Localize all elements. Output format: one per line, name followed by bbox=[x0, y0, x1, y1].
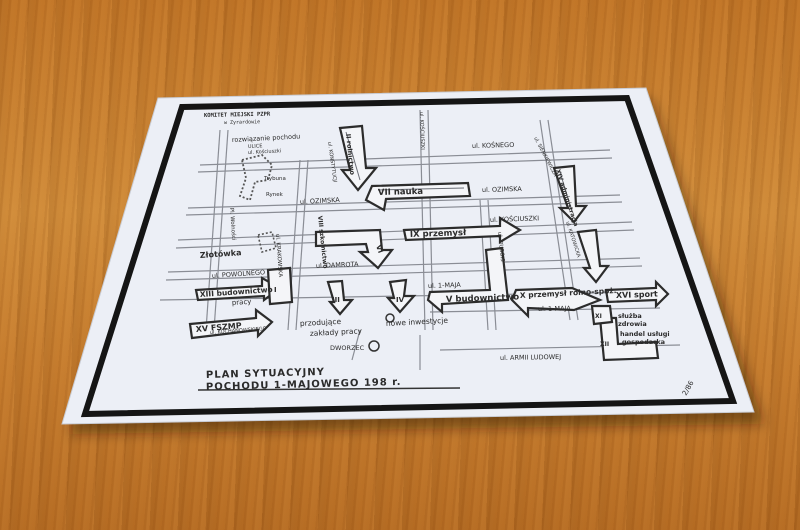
arrow-xvi bbox=[604, 279, 670, 309]
map-title-line1: PLAN SYTUACYJNY bbox=[206, 367, 325, 381]
label-handel-1: handel usługi bbox=[620, 330, 670, 338]
column-v-label: V budownictwo bbox=[446, 292, 520, 305]
column-xvi-label: XVI sport bbox=[616, 290, 658, 300]
street-kosciuszki-center: ul. KOŚCIUSZKI bbox=[490, 213, 540, 224]
street-krakowska: ul. KRAKOWSKA bbox=[274, 234, 283, 278]
label-sluzba-2: zdrowia bbox=[618, 320, 647, 328]
column-ix-label: IX przemysł bbox=[410, 228, 467, 240]
street-ozimska-center: ul. OZIMSKA bbox=[482, 185, 523, 194]
column-i-label: I bbox=[274, 286, 277, 294]
map-border bbox=[80, 94, 738, 418]
column-iii-label: III bbox=[332, 296, 340, 304]
square-outline bbox=[257, 231, 277, 253]
arrow-viii bbox=[314, 228, 395, 270]
formation-note-2: ULICE bbox=[248, 143, 263, 150]
formation-note-1: rozwiązanie pochodu bbox=[232, 132, 301, 144]
map-sheet bbox=[62, 88, 754, 424]
street-konstytucji: ul. KONSTYTUCJI bbox=[326, 141, 338, 182]
column-xi-label: XI bbox=[595, 313, 602, 320]
arrow-ix bbox=[402, 216, 523, 244]
arrow-xi bbox=[590, 304, 614, 326]
column-vii-label: VII nauka bbox=[378, 187, 424, 198]
label-trybuna: Trybuna bbox=[263, 176, 286, 182]
label-inwestycje: nowe inwestycje bbox=[386, 316, 449, 328]
map-title-line2: POCHODU 1-MAJOWEGO 198 r. bbox=[206, 377, 402, 393]
arrow-x bbox=[510, 286, 603, 319]
formation-note-3: ul. Kościuszki bbox=[248, 147, 282, 156]
street-ozimska-left: ul. OZIMSKA bbox=[300, 196, 341, 206]
column-xiii-label-2: pracy bbox=[232, 298, 252, 307]
street-dubois: ul. DUBOIS bbox=[496, 232, 505, 263]
arrow-xii bbox=[598, 316, 660, 362]
tribune-outline bbox=[238, 154, 274, 202]
label-handel-2: gospodarka bbox=[622, 338, 665, 346]
arrow-xi-top bbox=[576, 228, 611, 284]
label-zaklady-2: zakłady pracy bbox=[310, 326, 363, 338]
arrow-iv bbox=[385, 278, 417, 314]
arrow-xv bbox=[188, 307, 274, 340]
street-1-maja-center: ul. 1-MAJA bbox=[428, 281, 462, 290]
street-kosciuszki-top: ul. KOŚCIUSZKI bbox=[418, 112, 426, 150]
arrow-iii bbox=[326, 279, 355, 316]
station-label: DWORZEC bbox=[330, 344, 365, 352]
committee-header: KOMITET MIEJSKI PZPR bbox=[204, 112, 271, 119]
street-kosnego: ul. KOŚNEGO bbox=[472, 140, 515, 150]
column-xv-label: XV FSZMP bbox=[195, 321, 242, 334]
street-pl-wolnosci: Pl. Wolności bbox=[228, 208, 237, 241]
arrow-v bbox=[426, 246, 510, 315]
street-rynek: Rynek bbox=[266, 192, 284, 198]
label-sluzba-1: służba bbox=[618, 312, 642, 320]
street-armii-ludowej: ul. ARMII LUDOWEJ bbox=[500, 353, 561, 362]
committee-city: w Zyrardowie bbox=[224, 119, 260, 126]
street-damrota: ul. DAMROTA bbox=[316, 260, 359, 270]
column-vi-label: VI bbox=[374, 244, 384, 254]
street-powolnego: ul. POWOLNEGO bbox=[212, 268, 266, 280]
column-iv-label: IV bbox=[396, 296, 405, 304]
label-zlotowka: Złotówka bbox=[199, 247, 241, 260]
arrow-i bbox=[266, 266, 294, 306]
map-content: KOMITET MIEJSKI PZPR w Zyrardowie rozwią… bbox=[159, 109, 696, 397]
street-kochanowskiego: ul. KOCHANOWSKIEGO bbox=[210, 326, 267, 336]
label-zaklady-1: przodujące bbox=[300, 317, 342, 328]
column-xii-label: XII bbox=[600, 341, 609, 348]
street-1-maja-right: ul. 1-MAJA bbox=[538, 304, 572, 313]
